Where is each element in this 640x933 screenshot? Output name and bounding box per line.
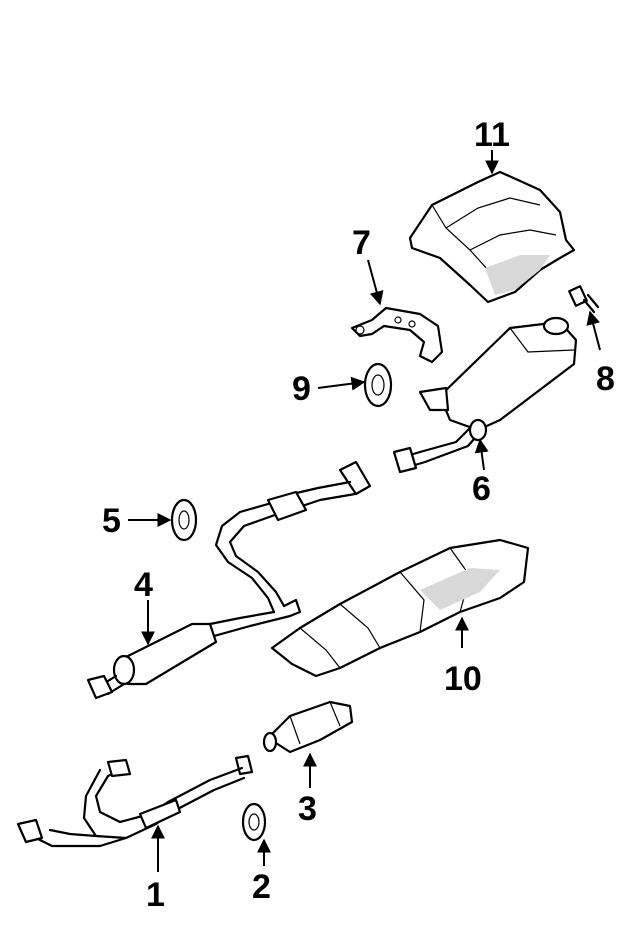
callout-labels: 11 7 8 9 6 5 4 10 3 2 1 [102,116,615,914]
part-3-catalytic-converter[interactable] [262,700,354,754]
part-9-hanger-insulator[interactable] [363,362,393,408]
callout-1: 1 [146,876,165,914]
part-1-front-pipe[interactable] [16,754,254,848]
part-5-hanger-insulator[interactable] [170,498,198,542]
callout-5: 5 [102,502,121,540]
callout-7: 7 [352,224,371,262]
callout-3: 3 [298,790,317,828]
callout-9: 9 [292,370,311,408]
leader-lines [128,150,601,872]
part-6-muffler[interactable] [392,316,578,474]
part-2-hanger-insulator[interactable] [241,802,267,842]
part-8-bolt[interactable] [568,285,600,314]
callout-11: 11 [474,116,510,154]
part-4-center-pipe[interactable] [86,460,372,700]
callout-10: 10 [444,660,482,698]
callout-8: 8 [596,360,615,398]
callout-4: 4 [134,566,153,604]
part-11-heat-shield[interactable] [408,170,576,304]
part-7-bracket[interactable] [350,306,444,364]
part-10-heat-shield[interactable] [270,538,530,678]
callout-6: 6 [472,470,491,508]
callout-2: 2 [252,868,271,906]
